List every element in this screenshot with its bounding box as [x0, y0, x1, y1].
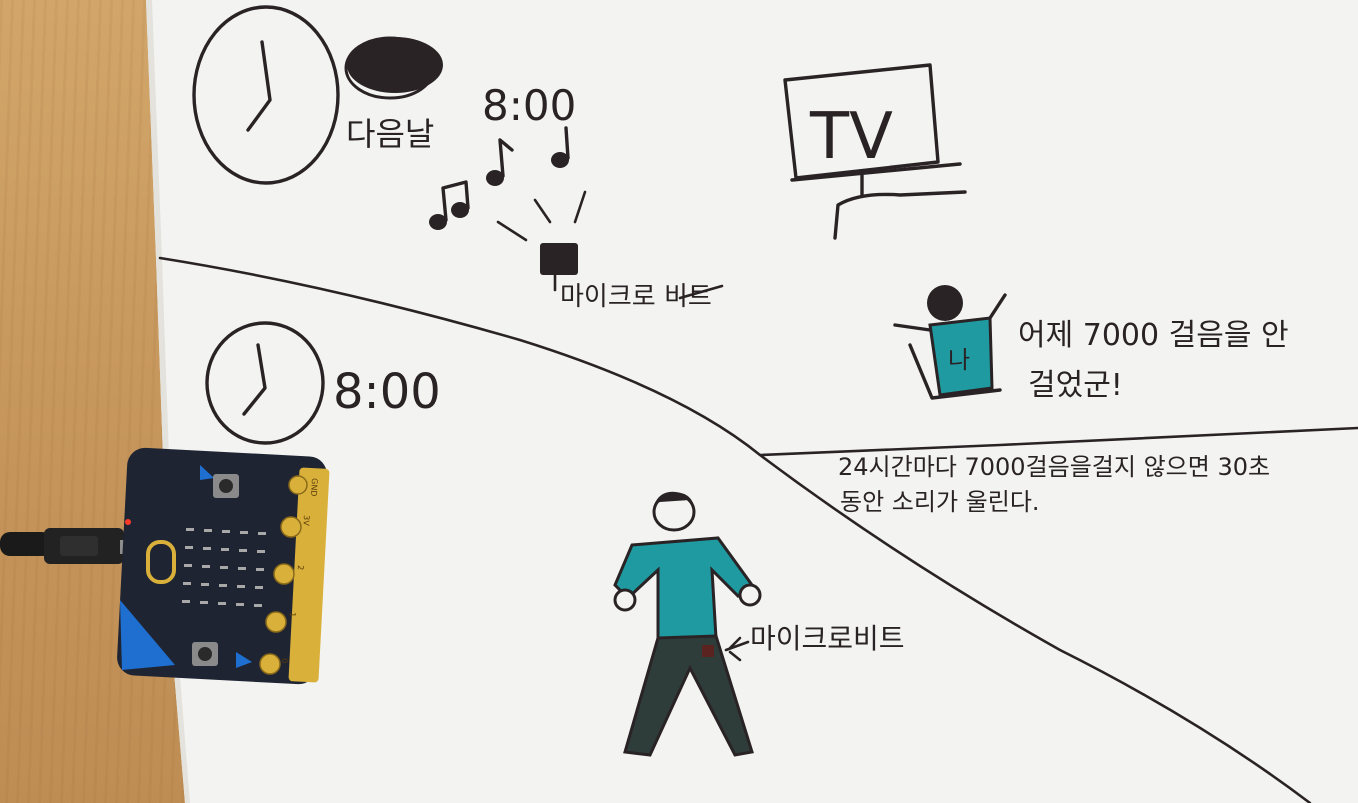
- edge-label-3v: 3V: [301, 515, 311, 527]
- paper-sheet: [146, 0, 1358, 803]
- standing-person: [613, 491, 762, 757]
- speaker-underline: [678, 284, 724, 300]
- usb-cable: [0, 528, 136, 564]
- edge-label-1: 1: [288, 612, 297, 618]
- edge-label-0: 0: [280, 658, 289, 664]
- bottom-time: 8:00: [333, 364, 441, 420]
- led-matrix: [182, 528, 266, 607]
- scribble-blob: [344, 36, 443, 100]
- speech-line-1: 어제 7000 걸음을 안: [1018, 318, 1289, 353]
- divider-horizontal: [758, 426, 1358, 457]
- sound-rays: [496, 190, 587, 242]
- rule-note-line-2: 동안 소리가 울린다.: [840, 488, 1040, 516]
- edge-label-gnd: GND: [309, 478, 319, 497]
- tv-icon: [783, 63, 967, 240]
- microbit-board: GND 3V 2 1 0: [117, 447, 330, 685]
- rule-note-line-1: 24시간마다 7000걸음을걸지 않으면 30초: [838, 453, 1270, 481]
- tv-label: TV: [809, 100, 893, 174]
- next-day-time: 8:00: [482, 81, 576, 130]
- person-badge: 나: [948, 346, 970, 374]
- clock-icon-top: [192, 5, 340, 185]
- paper-shadow: [146, 0, 190, 803]
- microbit-arrow-label: 마이크로비트: [750, 622, 905, 655]
- edge-label-2: 2: [296, 565, 305, 571]
- speech-line-2: 걸었군!: [1028, 368, 1123, 403]
- speaker-label: 마이크로 비트: [560, 282, 712, 312]
- microbit-speaker-icon: [540, 243, 578, 292]
- person-on-couch: [893, 285, 1007, 400]
- clock-icon-bottom: [205, 321, 325, 445]
- music-note-icon: [429, 126, 570, 230]
- next-day-label: 다음날: [346, 115, 434, 153]
